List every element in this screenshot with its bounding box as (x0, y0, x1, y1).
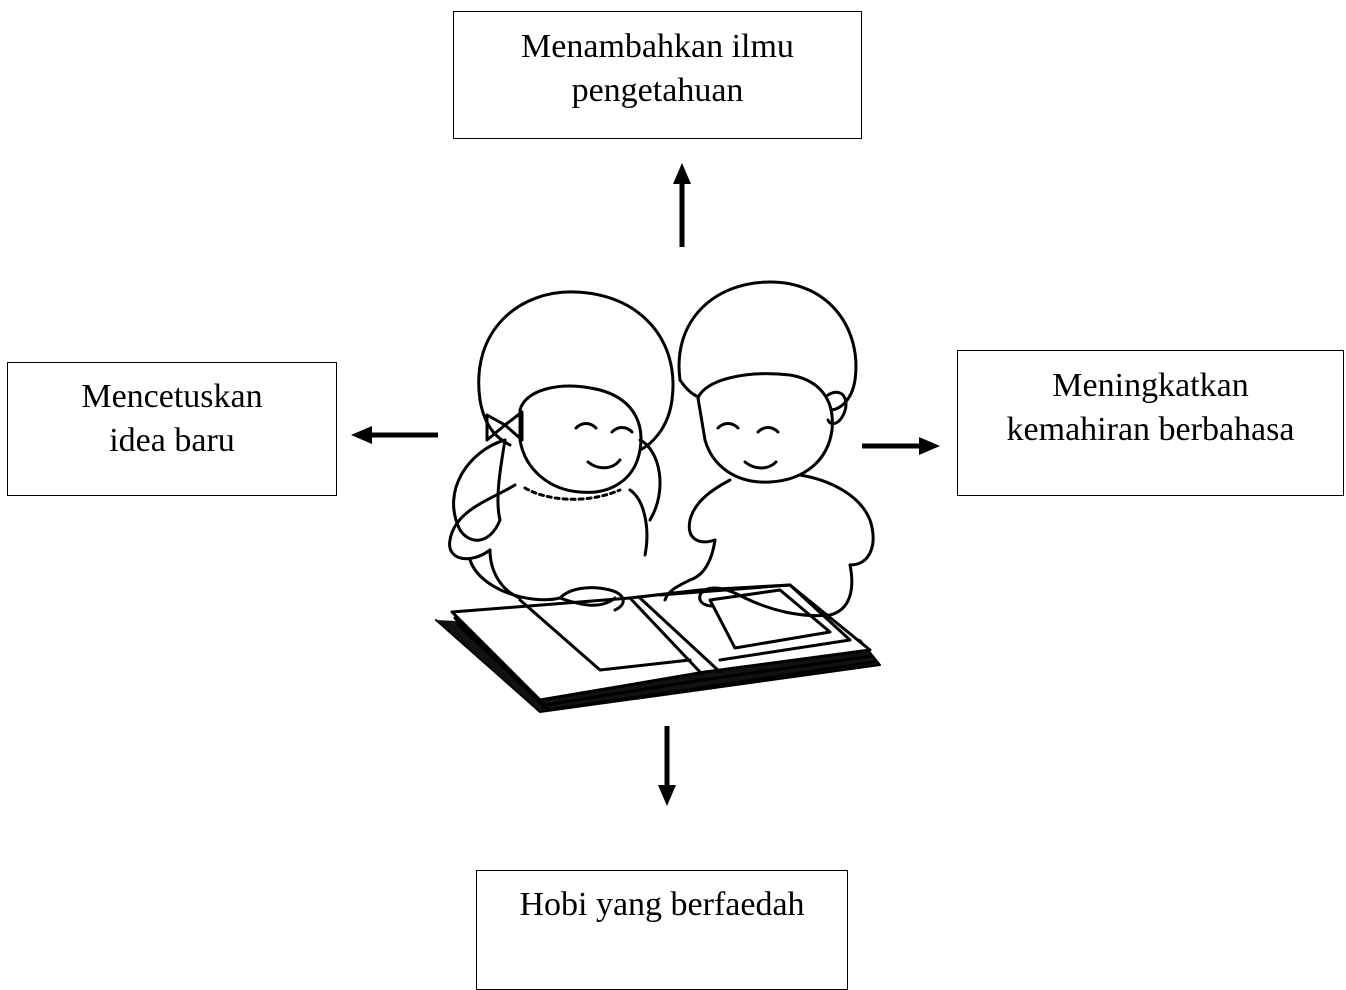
node-bottom-line-1: Hobi yang berfaedah (519, 886, 805, 923)
arrow-left (351, 426, 438, 444)
arrow-down (658, 726, 676, 806)
node-left-line-1: Mencetuskan (81, 378, 263, 415)
node-box-top: Menambahkan ilmu pengetahuan (453, 11, 862, 139)
node-box-bottom: Hobi yang berfaedah (476, 870, 848, 990)
node-box-left: Mencetuskan idea baru (7, 362, 337, 496)
boy-figure-icon (663, 280, 875, 618)
arrow-up (673, 163, 691, 247)
node-top-line-2: pengetahuan (571, 72, 744, 109)
girl-figure-icon (448, 290, 675, 612)
arrow-right (862, 437, 940, 455)
node-box-right: Meningkatkan kemahiran berbahasa (957, 350, 1344, 496)
node-right-line-1: Meningkatkan (1052, 367, 1249, 404)
node-right-line-2: kemahiran berbahasa (1006, 411, 1295, 448)
node-left-line-2: idea baru (109, 422, 235, 459)
node-top-line-1: Menambahkan ilmu (521, 28, 794, 65)
